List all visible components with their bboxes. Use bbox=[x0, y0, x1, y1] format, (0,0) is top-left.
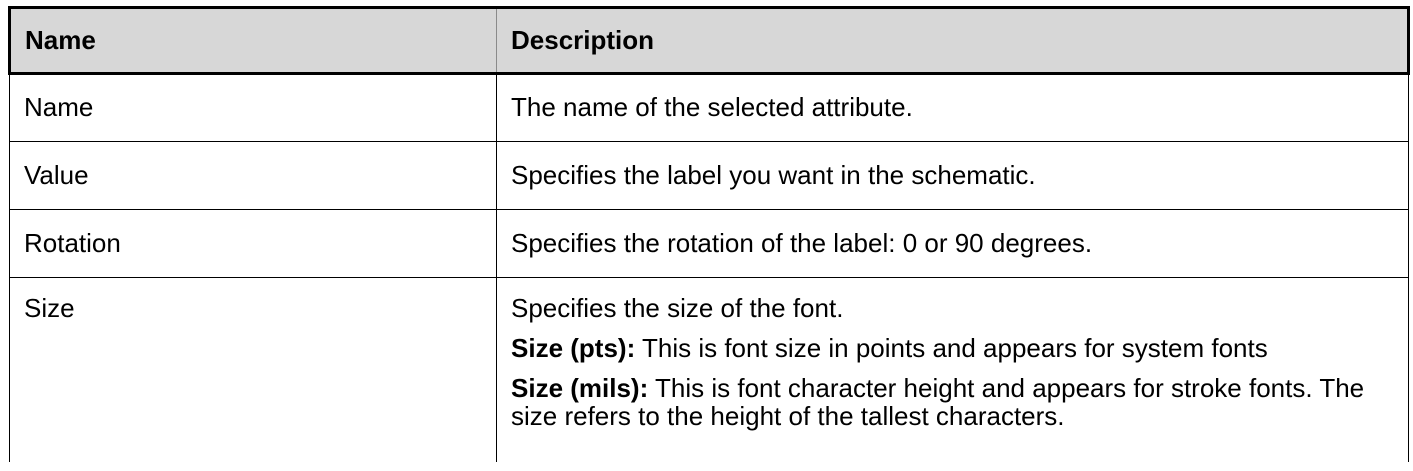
row-description-cell: The name of the selected attribute. bbox=[496, 73, 1409, 142]
size-pts-paragraph: Size (pts): This is font size in points … bbox=[511, 334, 1394, 362]
header-name: Name bbox=[8, 6, 497, 75]
table-row: Value Specifies the label you want in th… bbox=[9, 141, 1409, 210]
table-header-row: Name Description bbox=[8, 6, 1410, 75]
attribute-table-container: Name Description Name The name of the se… bbox=[8, 6, 1410, 471]
row-description-cell: Specifies the label you want in the sche… bbox=[496, 141, 1409, 210]
size-pts-text: This is font size in points and appears … bbox=[635, 333, 1268, 364]
table-row: Rotation Specifies the rotation of the l… bbox=[9, 209, 1409, 278]
row-name-cell: Value bbox=[9, 141, 497, 210]
row-description-cell: Specifies the size of the font. Size (pt… bbox=[496, 277, 1409, 462]
size-mils-paragraph: Size (mils): This is font character heig… bbox=[511, 374, 1394, 430]
row-name-cell: Rotation bbox=[9, 209, 497, 278]
size-pts-label: Size (pts): bbox=[511, 333, 636, 364]
table-row: Name The name of the selected attribute. bbox=[9, 73, 1409, 142]
size-intro-text: Specifies the size of the font. bbox=[511, 293, 844, 323]
size-mils-text: This is font character height and appear… bbox=[511, 373, 1365, 432]
attribute-table: Name Description Name The name of the se… bbox=[8, 6, 1410, 462]
table-row-size: Size Specifies the size of the font. Siz… bbox=[9, 277, 1409, 462]
header-description: Description bbox=[496, 6, 1410, 75]
row-name-cell: Name bbox=[9, 73, 497, 142]
row-description-cell: Specifies the rotation of the label: 0 o… bbox=[496, 209, 1409, 278]
row-name-cell: Size bbox=[9, 277, 497, 462]
size-mils-label: Size (mils): bbox=[511, 373, 649, 404]
